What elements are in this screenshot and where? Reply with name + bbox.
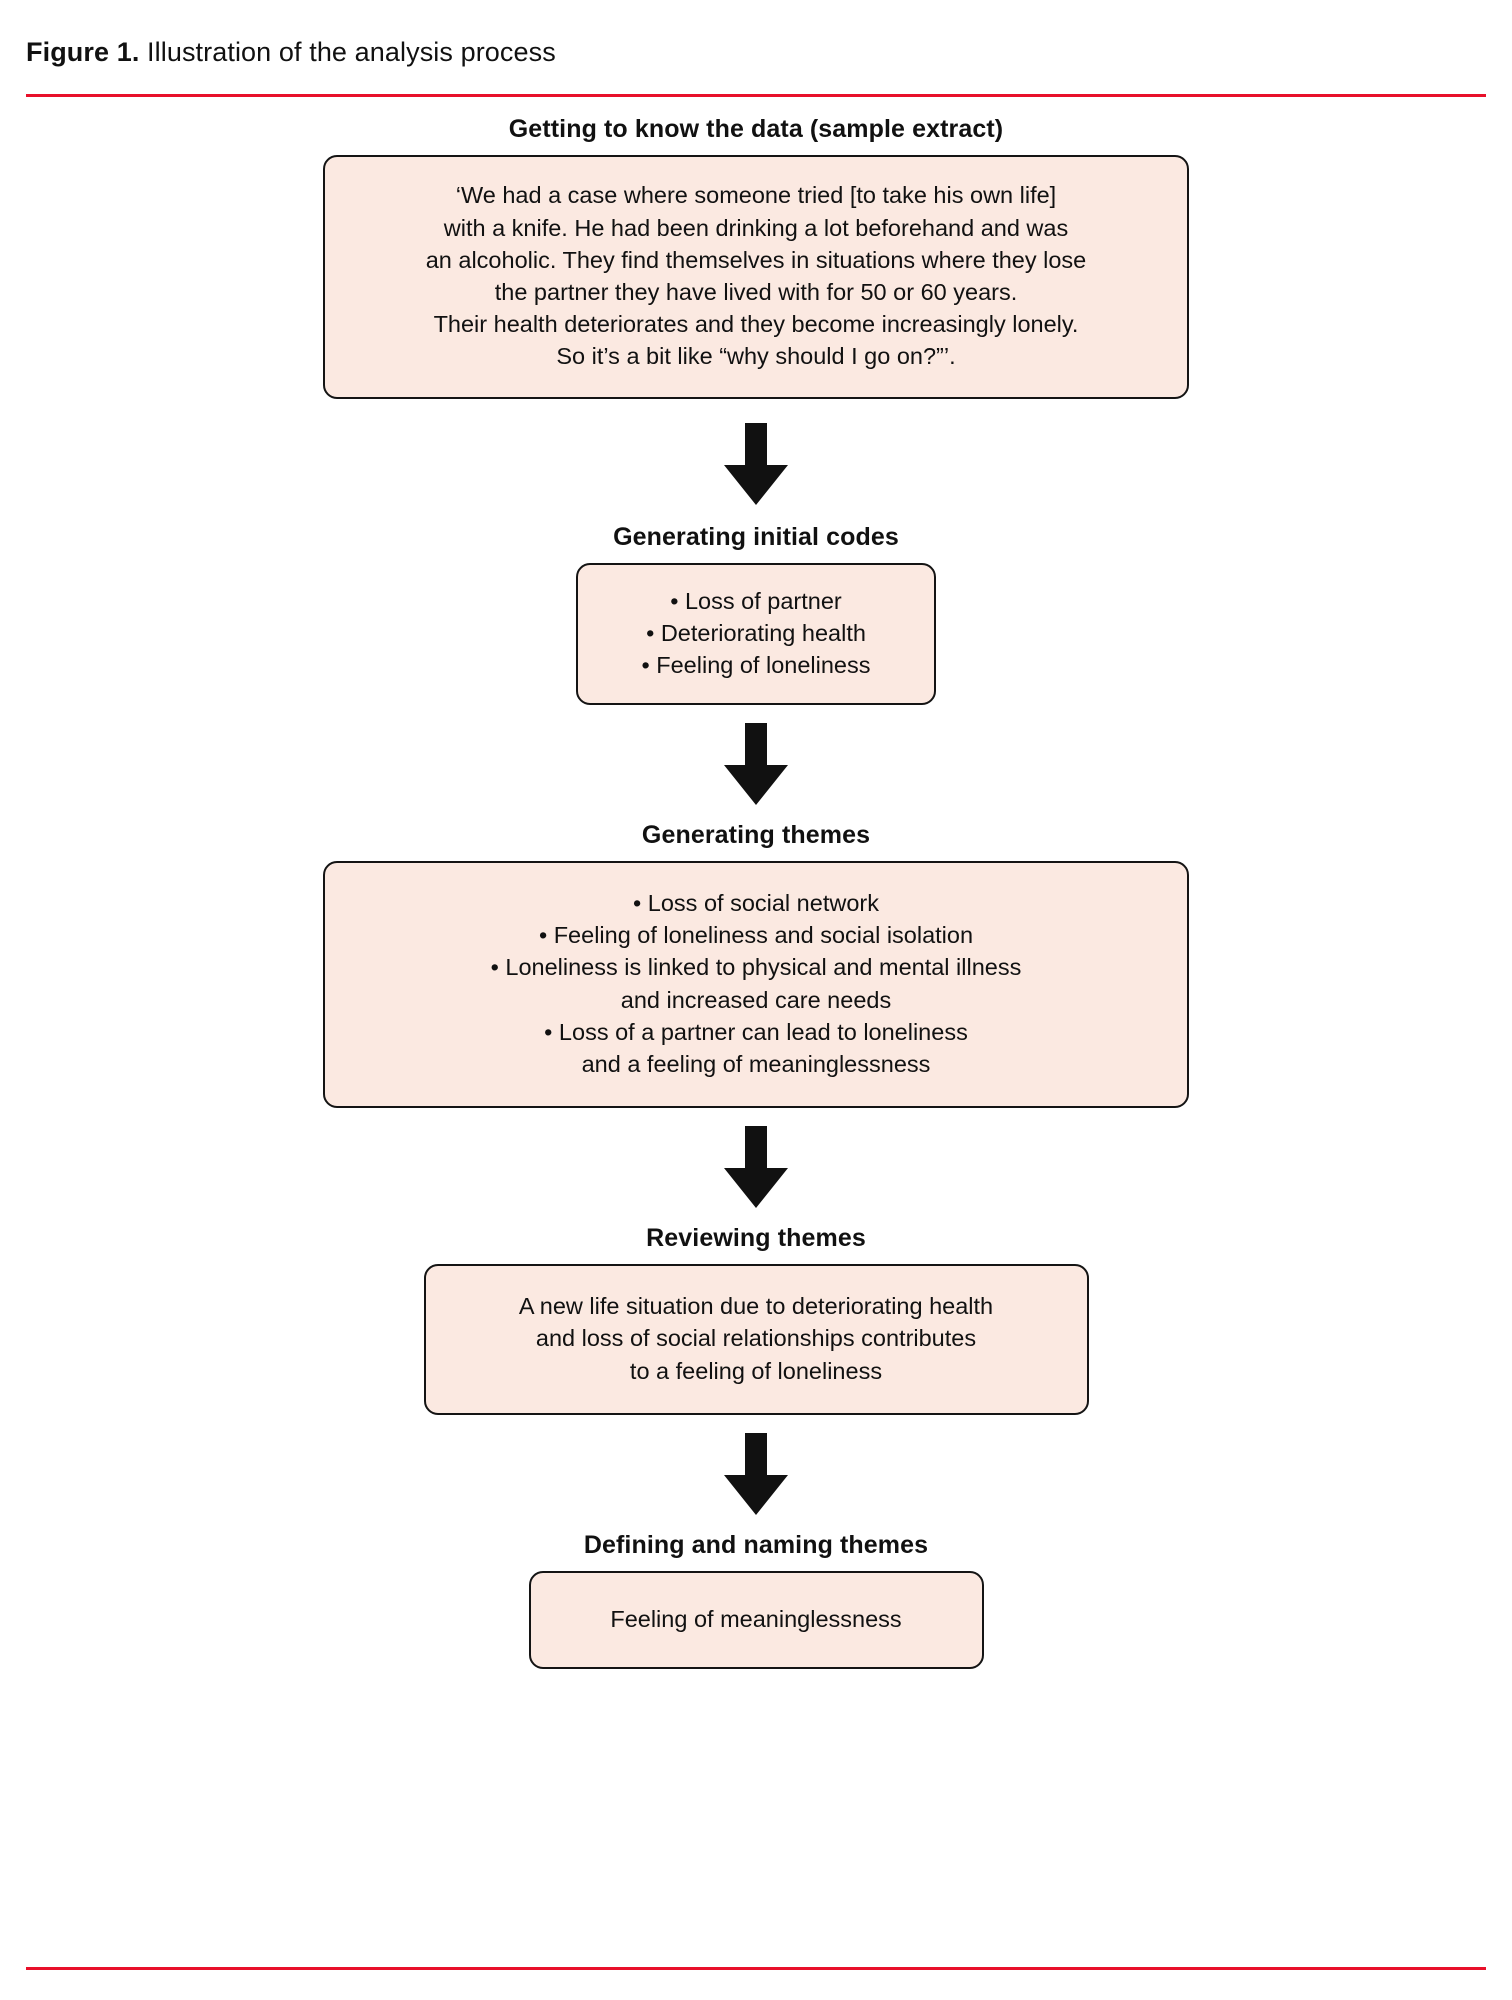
stage-box-reviewing-themes: A new life situation due to deterioratin…	[423, 1264, 1089, 1415]
arrow-down-icon	[720, 1432, 792, 1515]
quote-line: Their health deteriorates and they becom…	[433, 311, 1079, 338]
stage-title: Defining and naming themes	[583, 1530, 929, 1559]
figure-label: Figure 1.	[26, 37, 140, 67]
stage-title: Generating themes	[641, 821, 871, 850]
list-item: • Loneliness is linked to physical and m…	[490, 954, 1022, 981]
list-item: • Loss of a partner can lead to loneline…	[544, 1018, 968, 1045]
arrow-down-icon	[720, 1126, 792, 1209]
body-line: and loss of social relationships contrib…	[535, 1325, 977, 1352]
bottom-rule	[26, 1967, 1486, 1970]
stage-generating-initial-codes: Generating initial codes • Loss of partn…	[0, 523, 1512, 706]
top-rule	[26, 94, 1486, 98]
list-item: • Feeling of loneliness and social isola…	[538, 922, 974, 949]
body-line: Feeling of meaninglessness	[610, 1605, 902, 1632]
list-item-continuation: and increased care needs	[620, 986, 892, 1013]
stage-getting-to-know-the-data: Getting to know the data (sample extract…	[0, 115, 1512, 399]
arrow-down-icon	[720, 723, 792, 806]
quote-line: So it’s a bit like “why should I go on?”…	[556, 343, 956, 370]
analysis-flow-diagram: Getting to know the data (sample extract…	[0, 97, 1512, 1967]
list-item-continuation: and a feeling of meaninglessness	[581, 1051, 931, 1078]
stage-box-themes: • Loss of social network • Feeling of lo…	[323, 861, 1189, 1109]
quote-line: an alcoholic. They find themselves in si…	[425, 246, 1087, 273]
stage-generating-themes: Generating themes • Loss of social netwo…	[0, 821, 1512, 1109]
stage-title: Getting to know the data (sample extract…	[508, 115, 1004, 144]
list-item: • Feeling of loneliness	[641, 651, 871, 678]
stage-defining-and-naming-themes: Defining and naming themes Feeling of me…	[0, 1531, 1512, 1669]
stage-title: Generating initial codes	[613, 522, 899, 551]
quote-line: with a knife. He had been drinking a lot…	[443, 214, 1069, 241]
stage-box-defining-themes: Feeling of meaninglessness	[528, 1570, 984, 1669]
stage-title: Reviewing themes	[646, 1224, 866, 1253]
body-line: A new life situation due to deterioratin…	[518, 1293, 994, 1320]
stage-box-sample-extract: ‘We had a case where someone tried [to t…	[323, 155, 1189, 399]
quote-line: the partner they have lived with for 50 …	[494, 278, 1018, 305]
stage-reviewing-themes: Reviewing themes A new life situation du…	[0, 1224, 1512, 1415]
figure-caption: Figure 1. Illustration of the analysis p…	[26, 36, 1486, 68]
figure-header: Figure 1. Illustration of the analysis p…	[0, 0, 1512, 80]
arrow-down-icon	[720, 422, 792, 505]
body-line: to a feeling of loneliness	[629, 1357, 883, 1384]
list-item: • Loss of social network	[633, 890, 879, 917]
stage-box-initial-codes: • Loss of partner • Deteriorating health…	[576, 562, 936, 706]
list-item: • Loss of partner	[670, 587, 842, 614]
figure-caption-text: Illustration of the analysis process	[139, 37, 556, 67]
list-item: • Deteriorating health	[646, 619, 866, 646]
quote-line: ‘We had a case where someone tried [to t…	[455, 182, 1057, 209]
